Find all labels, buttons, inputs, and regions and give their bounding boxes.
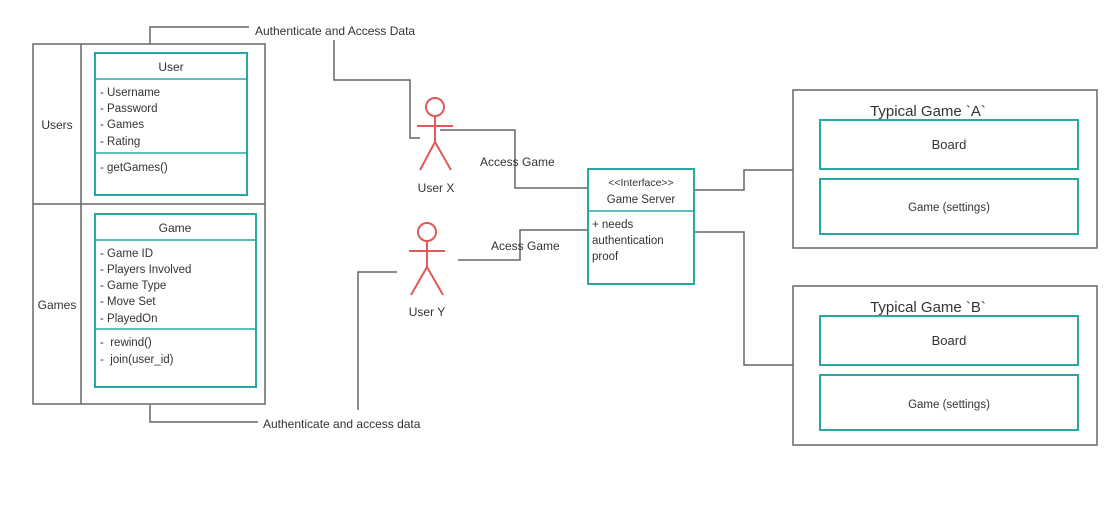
actor-user-y[interactable] <box>409 222 445 296</box>
connector-userx-to-server <box>440 129 588 189</box>
game-b-settings-label: Game (settings) <box>908 399 990 411</box>
game-a-board-box <box>819 119 1079 170</box>
game-a-title: Typical Game `A` <box>870 103 986 120</box>
game-a-settings-label: Game (settings) <box>908 202 990 214</box>
label-auth-top: Authenticate and Access Data <box>255 24 415 38</box>
game-server-interface[interactable]: <<Interface>> Game Server + needs authen… <box>587 168 695 285</box>
connector-auth-top-to-userx <box>333 40 420 139</box>
user-attr-games: - Games <box>100 119 144 131</box>
user-class[interactable]: User - Username - Password - Games - Rat… <box>94 52 248 196</box>
game-attr-players: - Players Involved <box>100 264 191 276</box>
connector-auth-bottom-to-usery <box>357 271 397 410</box>
connector-auth-bottom-left <box>149 405 258 423</box>
game-class[interactable]: Game - Game ID - Players Involved - Game… <box>94 213 257 388</box>
game-class-title: Game <box>159 221 192 235</box>
game-server-name: Game Server <box>607 194 676 206</box>
game-method-rewind: - rewind() <box>100 337 152 349</box>
game-attr-id: - Game ID <box>100 248 153 260</box>
user-attr-password: - Password <box>100 103 158 115</box>
swimlane-frame <box>32 43 266 405</box>
user-method-getgames: - getGames() <box>100 162 168 174</box>
game-server-note-3: proof <box>592 251 619 263</box>
actor-user-x[interactable] <box>417 97 453 171</box>
connectors <box>149 26 793 423</box>
swimlane-outer <box>32 43 266 405</box>
game-b-board-box <box>819 315 1079 366</box>
game-a-board-label: Board <box>932 137 967 152</box>
game-b-settings-box <box>819 374 1079 431</box>
game-server-stereotype: <<Interface>> <box>608 177 673 189</box>
label-access-game-x: Access Game <box>480 155 555 169</box>
actor-y-left-leg <box>410 266 428 296</box>
connector-server-to-game-a <box>694 169 793 191</box>
game-attr-type: - Game Type <box>100 280 166 292</box>
game-method-join: - join(user_id) <box>100 354 174 366</box>
game-server-note-2: authentication <box>592 235 664 247</box>
actor-x-right-leg <box>434 141 452 171</box>
actor-x-left-leg <box>419 141 436 171</box>
user-class-box <box>94 52 248 196</box>
connector-auth-top-left <box>149 26 249 44</box>
game-attr-playedon: - PlayedOn <box>100 313 158 325</box>
connector-server-to-game-b <box>694 231 793 366</box>
user-attr-rating: - Rating <box>100 136 140 148</box>
game-class-box <box>94 213 257 388</box>
game-server-note-1: + needs <box>592 219 633 231</box>
game-server-box <box>587 168 695 285</box>
lane-label-users: Users <box>41 118 72 132</box>
lane-label-games: Games <box>38 298 77 312</box>
label-access-game-y: Acess Game <box>491 239 560 253</box>
actor-x-label: User X <box>418 181 455 195</box>
actor-y-right-leg <box>426 266 444 296</box>
actor-y-label: User Y <box>409 305 445 319</box>
game-b-title: Typical Game `B` <box>870 299 986 316</box>
user-class-title: User <box>158 60 183 74</box>
game-attr-moveset: - Move Set <box>100 296 156 308</box>
connector-usery-to-server <box>458 229 588 261</box>
actor-x-head <box>425 97 445 117</box>
game-b-board-label: Board <box>932 333 967 348</box>
game-a-settings-box <box>819 178 1079 235</box>
game-b-container[interactable]: Typical Game `B` Board Game (settings) <box>792 285 1098 446</box>
label-auth-bottom: Authenticate and access data <box>263 417 421 431</box>
user-attr-username: - Username <box>100 87 160 99</box>
game-a-container[interactable]: Typical Game `A` Board Game (settings) <box>792 89 1098 249</box>
actor-y-head <box>417 222 437 242</box>
